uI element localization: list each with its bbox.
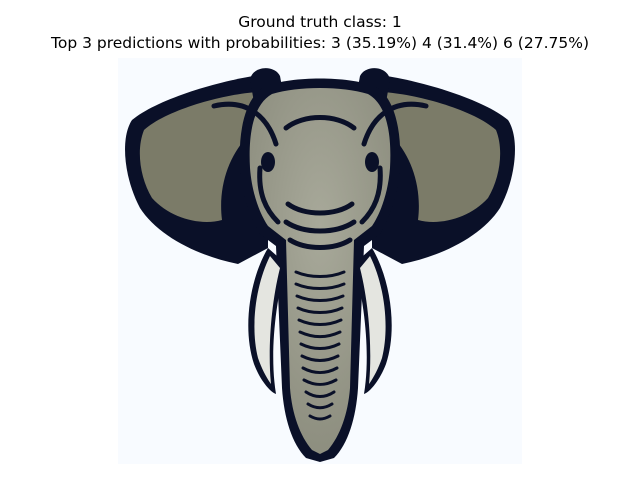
- right-cheek-line: [359, 165, 383, 225]
- forehead-arch: [283, 115, 357, 131]
- elephant-face: [249, 88, 391, 454]
- right-tusk: [360, 256, 386, 384]
- figure-title-line-1: Ground truth class: 1: [238, 13, 402, 31]
- figure-title-line-2: Top 3 predictions with probabilities: 3 …: [51, 34, 589, 52]
- left-tusk: [254, 256, 280, 384]
- left-ear: [139, 92, 258, 222]
- right-ear: [382, 92, 501, 222]
- left-cheek-line: [257, 165, 281, 225]
- image-panel: [118, 58, 522, 464]
- trunk-ridges: [283, 201, 357, 421]
- brow-left: [211, 101, 279, 147]
- elephant-head-image: [118, 58, 522, 464]
- right-eye: [365, 152, 379, 172]
- left-eye: [261, 152, 275, 172]
- brow-right: [361, 101, 429, 147]
